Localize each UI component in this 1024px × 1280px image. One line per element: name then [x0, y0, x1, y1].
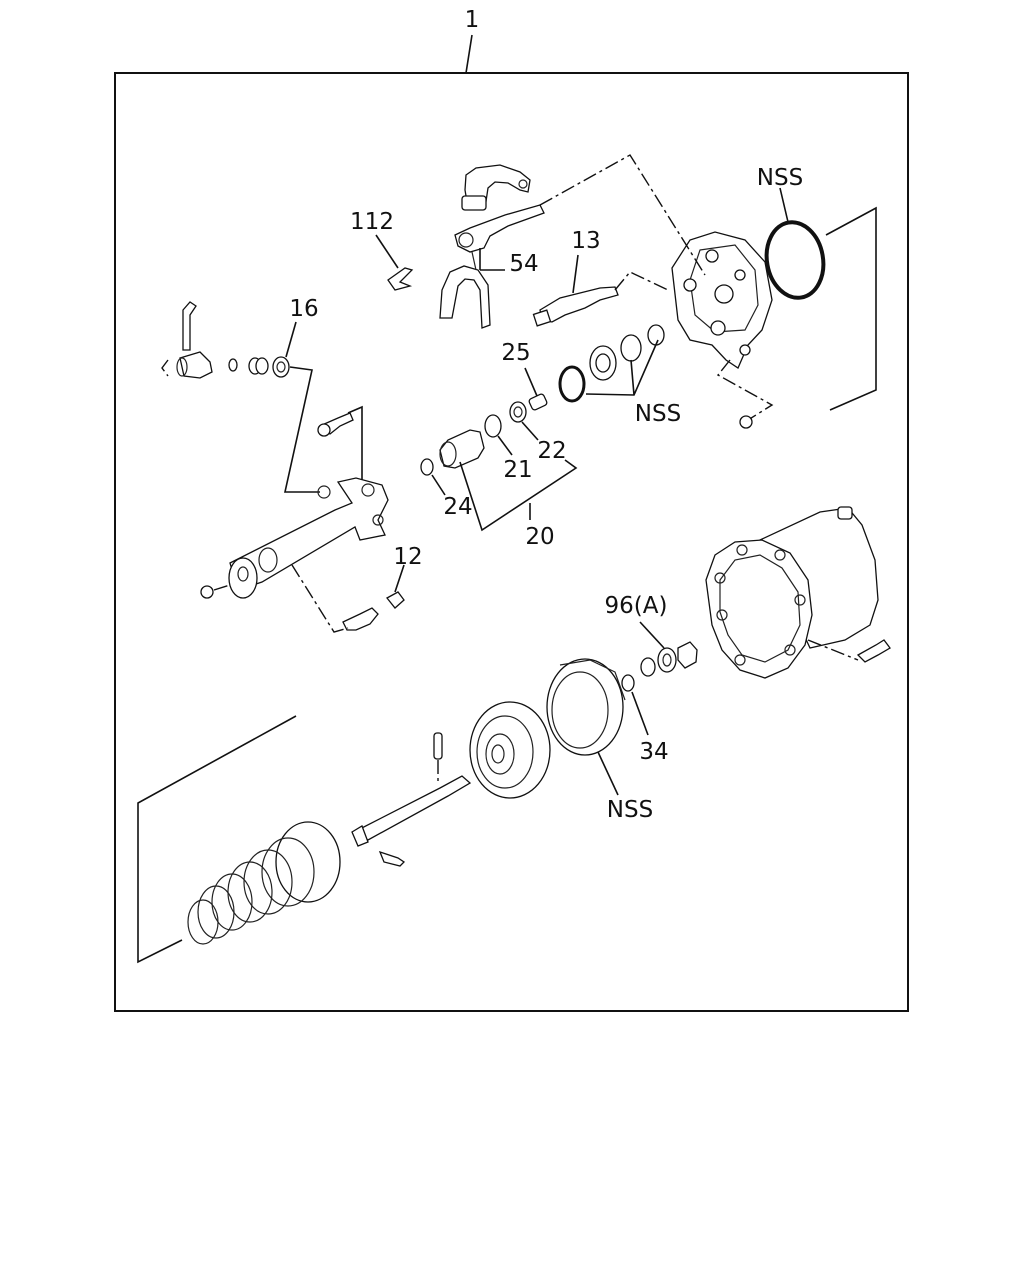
- leader-nss-bottom: [597, 751, 619, 796]
- callout-25: 25: [501, 340, 530, 366]
- bracket-bottom-left: [137, 715, 297, 964]
- callout-12: 12: [393, 544, 422, 570]
- callout-34: 34: [639, 739, 668, 765]
- return-spring: [187, 821, 341, 945]
- spring-24: [420, 458, 434, 476]
- callout-22: 22: [537, 438, 566, 464]
- assembly-frame: [114, 72, 909, 1012]
- leader-34: [631, 691, 649, 736]
- leader-16: [285, 321, 297, 358]
- leader-112: [375, 234, 399, 269]
- callout-112: 112: [350, 209, 394, 235]
- callout-24: 24: [443, 494, 472, 520]
- bolt-left: [317, 412, 354, 437]
- callout-13: 13: [571, 228, 600, 254]
- callout-54: 54: [509, 251, 538, 277]
- leader-nss-top: [779, 187, 789, 223]
- leader-12: [394, 564, 405, 593]
- lock-nut: [677, 641, 698, 669]
- callout-16: 16: [289, 296, 318, 322]
- leader-96a: [639, 621, 665, 649]
- hex-nut-top: [739, 415, 753, 429]
- callout-nss-mid: NSS: [635, 401, 681, 427]
- cylinder-body: [228, 477, 389, 599]
- cover-o-ring: [764, 220, 826, 300]
- piston: [439, 429, 485, 469]
- callout-nss-bottom: NSS: [607, 797, 653, 823]
- ring-22: [509, 401, 527, 423]
- guide-line-top: [539, 154, 706, 276]
- valve-body-housing: [671, 231, 773, 369]
- washer-96a: [657, 647, 677, 673]
- retaining-clip: [387, 267, 414, 291]
- neutral-switch: [532, 286, 619, 327]
- cylinder-cover: [705, 506, 879, 679]
- callout-21: 21: [503, 457, 532, 483]
- leader-13: [572, 254, 579, 294]
- push-rod: [351, 732, 472, 867]
- breather-pipe: [461, 164, 531, 211]
- ring-21: [484, 414, 502, 438]
- diaphragm: [546, 658, 626, 756]
- piston-disc: [469, 701, 551, 799]
- seal-kit-mid: [558, 324, 665, 403]
- shift-fork: [439, 204, 545, 329]
- air-pipe-fitting: [161, 301, 269, 379]
- callout-nss-top: NSS: [757, 165, 803, 191]
- callout-1: 1: [465, 7, 480, 33]
- washer-16: [272, 356, 290, 378]
- plug-12: [386, 591, 405, 609]
- cylinder-nut: [200, 585, 214, 599]
- callout-20: 20: [525, 524, 554, 550]
- air-fitting: [342, 607, 379, 631]
- spring-pin: [528, 393, 548, 411]
- cover-bolt: [856, 639, 891, 663]
- bracket-20: [459, 459, 578, 532]
- callout-96a: 96(A): [605, 593, 668, 619]
- assembly-leader: [465, 34, 473, 74]
- snap-ring-34: [621, 674, 635, 692]
- leader-25: [524, 367, 538, 397]
